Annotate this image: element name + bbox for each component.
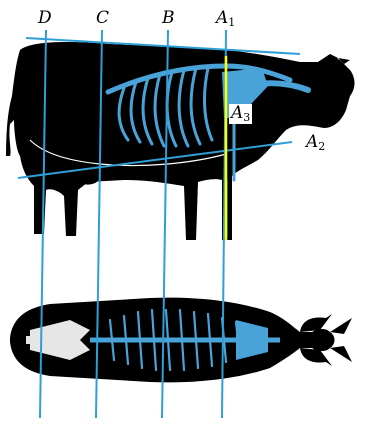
label-C: C [96,10,109,27]
label-A3: A3 [229,104,252,124]
label-D: D [38,10,52,27]
label-A1: A1 [216,10,235,28]
horn-top-upper [300,314,332,332]
horn-right-lower [330,346,352,362]
side-view [6,42,355,240]
horn-right-upper [330,318,352,334]
label-A2: A2 [306,134,325,152]
top-view [10,298,352,383]
label-B: B [162,10,175,27]
horn-top-lower [300,348,332,366]
